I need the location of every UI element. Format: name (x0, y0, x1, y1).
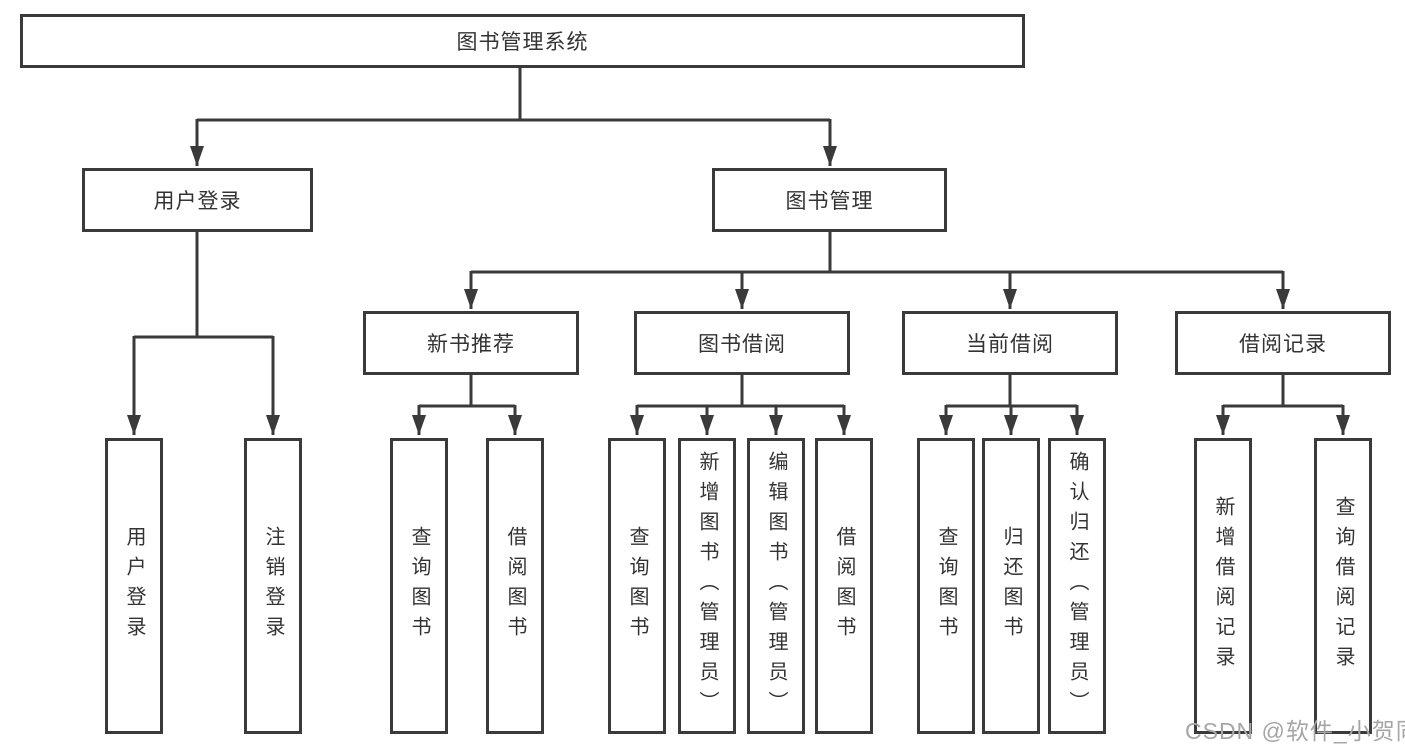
leaf-label: 查询图书 (626, 526, 648, 646)
leaf-borrow-books: 借阅图书 (815, 438, 873, 734)
leaf-label: 查询图书 (408, 526, 430, 646)
node-book-borrow: 图书借阅 (634, 311, 850, 375)
node-label: 图书管理系统 (456, 31, 589, 54)
node-current-borrow: 当前借阅 (902, 311, 1118, 375)
leaf-query-borrow-record: 查询借阅记录 (1314, 438, 1372, 734)
leaf-query-books-current: 查询图书 (917, 438, 975, 734)
leaf-label: 新增借阅记录 (1212, 496, 1234, 676)
leaf-confirm-return-admin: 确认归还（管理员） (1048, 438, 1106, 734)
leaf-label: 归还图书 (1000, 526, 1022, 646)
node-label: 图书借阅 (698, 333, 786, 356)
leaf-label: 查询借阅记录 (1332, 496, 1354, 676)
leaf-logout: 注销登录 (244, 438, 302, 734)
csdn-watermark: CSDN @软件_小贺同学 (1185, 718, 1405, 744)
leaf-return-books: 归还图书 (982, 438, 1040, 734)
leaf-edit-books-admin: 编辑图书（管理员） (747, 438, 805, 734)
node-label: 图书管理 (785, 190, 874, 213)
leaf-label: 查询图书 (935, 526, 957, 646)
leaf-label: 借阅图书 (833, 526, 855, 646)
leaf-label: 新增图书（管理员） (696, 451, 718, 721)
node-label: 当前借阅 (966, 333, 1054, 356)
leaf-add-borrow-record: 新增借阅记录 (1194, 438, 1252, 734)
node-user-login: 用户登录 (82, 168, 313, 232)
leaf-add-books-admin: 新增图书（管理员） (678, 438, 736, 734)
node-label: 借阅记录 (1239, 333, 1327, 356)
leaf-label: 确认归还（管理员） (1066, 451, 1088, 721)
leaf-borrow-books-recommend: 借阅图书 (486, 438, 544, 734)
leaf-label: 注销登录 (262, 526, 284, 646)
leaf-label: 借阅图书 (504, 526, 526, 646)
leaf-query-books-recommend: 查询图书 (390, 438, 448, 734)
leaf-query-books-borrow: 查询图书 (608, 438, 666, 734)
node-label: 用户登录 (153, 190, 242, 213)
leaf-label: 用户登录 (123, 526, 145, 646)
node-book-management: 图书管理 (712, 168, 947, 232)
node-library-management-system: 图书管理系统 (20, 14, 1025, 68)
node-borrow-records: 借阅记录 (1175, 311, 1391, 375)
node-label: 新书推荐 (427, 333, 515, 356)
leaf-label: 编辑图书（管理员） (765, 451, 787, 721)
node-new-book-recommend: 新书推荐 (363, 311, 579, 375)
leaf-user-login: 用户登录 (105, 438, 163, 734)
